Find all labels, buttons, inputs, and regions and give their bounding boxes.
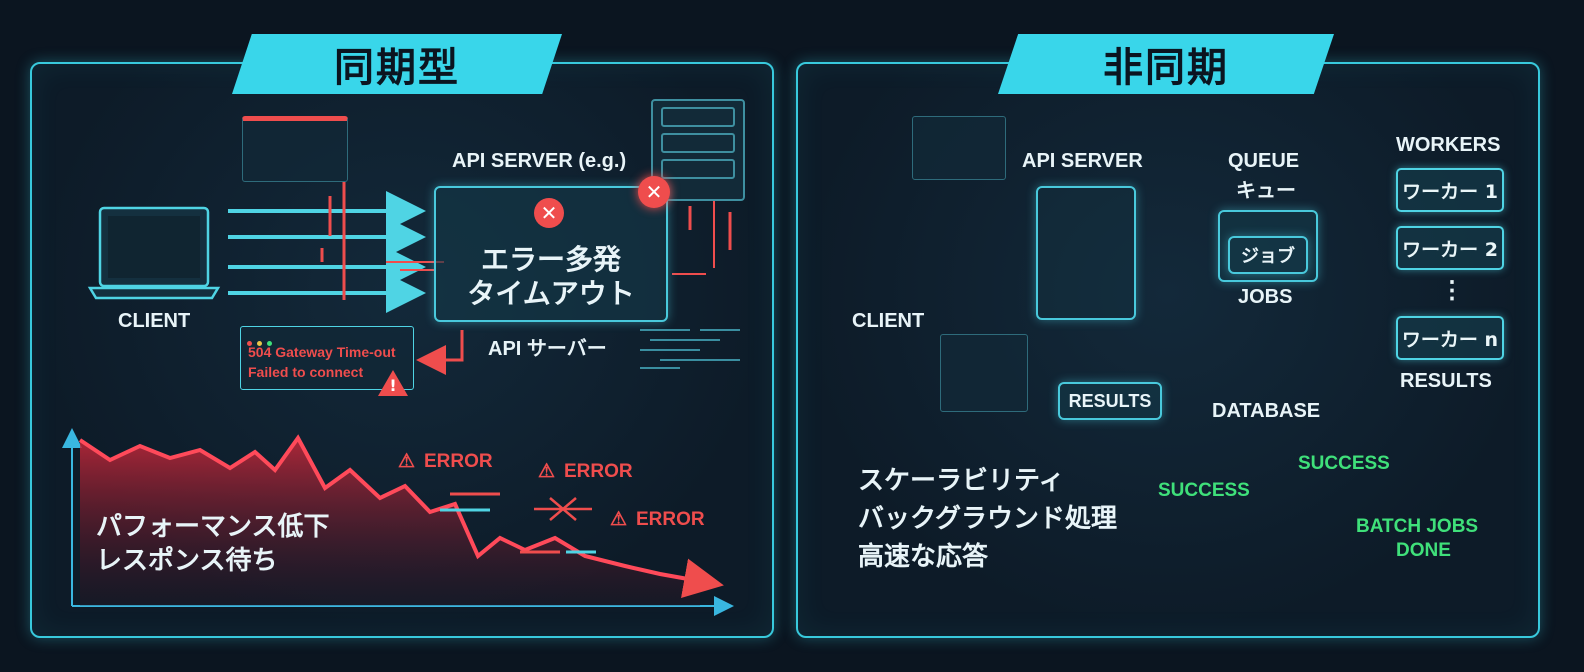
async-chart-text-line1: スケーラビリティ <box>858 465 1065 495</box>
code-window <box>912 116 1006 180</box>
results-box: RESULTS <box>1058 382 1162 420</box>
api-server-jp-label: API サーバー <box>488 338 607 360</box>
async-chart-text-line3: 高速な応答 <box>858 541 989 571</box>
api-server-label: API SERVER <box>1022 150 1143 172</box>
server-error-text-line1: エラー多発 <box>480 244 621 275</box>
code-window <box>940 334 1028 412</box>
error-x-icon: ✕ <box>534 198 564 228</box>
api-server-label: API SERVER (e.g.) <box>452 150 627 172</box>
success-label: SUCCESS <box>1298 453 1390 474</box>
error-label: ⚠ERROR <box>538 461 633 482</box>
error-message-line1: 504 Gateway Time-out <box>248 344 396 360</box>
worker-box-n: ワーカー n <box>1396 316 1504 360</box>
error-reply-arrow <box>416 330 464 375</box>
sync-chart-text-line2: レスポンス待ち <box>96 545 278 575</box>
results-box-label: RESULTS <box>1068 390 1152 411</box>
workers-ellipsis: ⋮ <box>1440 277 1464 304</box>
batch-jobs-line1: BATCH JOBS <box>1356 516 1479 537</box>
batch-jobs-line2: DONE <box>1396 540 1451 561</box>
worker-box-1: ワーカー 1 <box>1396 168 1504 212</box>
job-label: ジョブ <box>1241 246 1295 266</box>
server-error-text-line2: タイムアウト <box>467 278 635 309</box>
code-window <box>242 116 348 182</box>
error-message-line2: Failed to connect <box>248 364 364 380</box>
api-server-box <box>1036 186 1136 320</box>
server-rack-icon <box>651 99 745 201</box>
workers-label: WORKERS <box>1396 134 1501 156</box>
warning-icon: ⚠ <box>538 461 556 482</box>
success-label: SUCCESS <box>1158 480 1250 501</box>
client-label: CLIENT <box>852 310 925 332</box>
queue-label: QUEUE <box>1228 150 1300 172</box>
glitch-lines <box>320 182 732 300</box>
performance-area <box>80 438 700 606</box>
error-label: ⚠ERROR <box>398 451 493 472</box>
broken-connection-icon <box>534 497 592 521</box>
workers-results-label: RESULTS <box>1400 370 1492 392</box>
code-snippet-lines <box>640 329 740 369</box>
database-label: DATABASE <box>1212 400 1321 422</box>
error-x-icon: ✕ <box>638 176 670 208</box>
sync-title: 同期型 <box>232 34 562 94</box>
job-card: ジョブ <box>1228 236 1308 274</box>
sync-chart-text-line1: パフォーマンス低下 <box>96 511 330 541</box>
queue-jp-label: キュー <box>1236 180 1296 202</box>
client-label: CLIENT <box>118 310 191 332</box>
warning-icon: ⚠ <box>610 509 628 530</box>
jobs-label: JOBS <box>1238 286 1293 308</box>
glitch-dashes <box>440 492 596 554</box>
performance-line <box>78 434 724 599</box>
warning-icon: ⚠ <box>398 451 416 472</box>
worker-box-2: ワーカー 2 <box>1396 226 1504 270</box>
async-title: 非同期 <box>998 34 1334 94</box>
laptop-icon <box>87 206 221 300</box>
error-label: ⚠ERROR <box>610 509 705 530</box>
async-chart-text-line2: バックグラウンド処理 <box>858 503 1117 533</box>
warning-icon: ! <box>378 370 408 398</box>
